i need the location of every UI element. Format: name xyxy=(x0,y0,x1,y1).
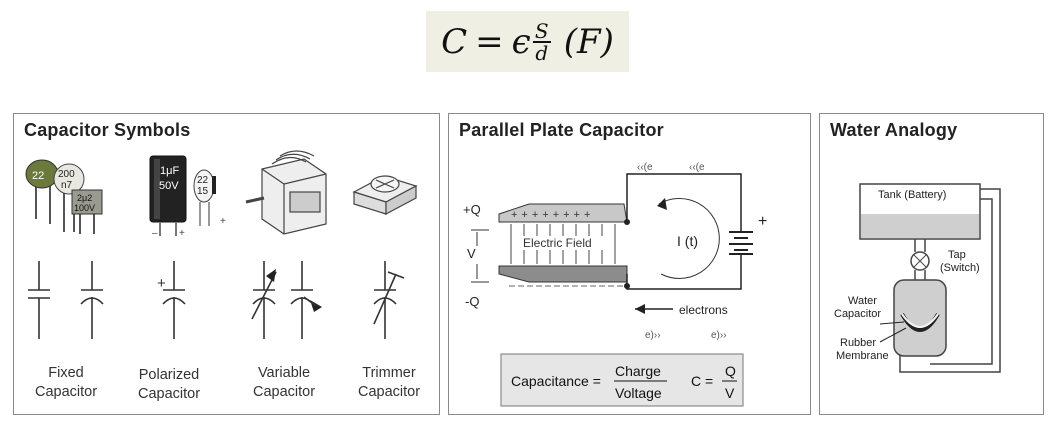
svg-text:Charge: Charge xyxy=(615,363,661,379)
parallel-plate-panel: Parallel Plate Capacitor ++++++++ Electr… xyxy=(448,113,811,415)
panel-title: Parallel Plate Capacitor xyxy=(459,120,664,140)
svg-text:Voltage: Voltage xyxy=(615,385,662,401)
svg-text:+: + xyxy=(220,216,226,227)
svg-text:Rubber: Rubber xyxy=(840,337,876,349)
trimmer-capacitor-symbol xyxy=(373,261,405,339)
svg-text:Water: Water xyxy=(848,295,877,307)
formula-equals: = xyxy=(475,21,504,62)
plus-q-label: +Q xyxy=(463,202,481,217)
svg-text:Tap: Tap xyxy=(948,249,966,261)
water-capacitor-body xyxy=(893,279,947,357)
polarized-capacitor-symbol xyxy=(162,261,186,339)
svg-text:(Switch): (Switch) xyxy=(940,262,980,274)
formula-epsilon: ϵ xyxy=(511,21,531,62)
electrons-label: electrons xyxy=(679,303,728,317)
symbols-illustration: 22 200 n7 2μ2 100V 1μF 50V – + 22 15 xyxy=(25,150,418,339)
svg-text:22: 22 xyxy=(32,170,44,182)
parallel-plate-diagram: ++++++++ Electric Field +Q -Q V + I (t) … xyxy=(463,162,767,407)
trimmer-capacitor-photo xyxy=(352,175,418,215)
water-analogy-panel: Water Analogy Tank (Battery) Tap (Switch… xyxy=(819,113,1044,415)
variable-capacitor-symbol xyxy=(251,261,314,339)
capacitor-symbols-panel: Capacitor Symbols 22 200 n7 2μ2 100V 1μF… xyxy=(13,113,440,415)
svg-text:Capacitor: Capacitor xyxy=(834,308,881,320)
wave-top-right: ‹‹(e xyxy=(689,162,705,173)
electric-field-label: Electric Field xyxy=(523,236,592,250)
electrolytic-capacitor-photo: 1μF 50V – + 22 15 + xyxy=(149,155,226,239)
v-label: V xyxy=(467,246,476,261)
svg-text:200: 200 xyxy=(58,169,75,180)
fixed-capacitor-symbol xyxy=(28,261,104,339)
capacitance-formula: C = ϵ S d (F) xyxy=(426,11,629,72)
current-label: I (t) xyxy=(677,233,698,249)
battery-plus: + xyxy=(758,213,767,230)
minus-q-label: -Q xyxy=(465,294,479,309)
svg-text:V: V xyxy=(725,385,735,401)
formula-unit: (F) xyxy=(563,21,614,62)
svg-text:22: 22 xyxy=(197,175,209,186)
ceramic-capacitor-photo: 22 200 n7 2μ2 100V xyxy=(25,159,103,234)
svg-text:+: + xyxy=(179,228,185,239)
wave-bottom-left: e)›› xyxy=(645,330,661,341)
svg-text:100V: 100V xyxy=(74,203,95,213)
formula-fraction: S d xyxy=(532,18,551,65)
water-analogy-diagram: Tank (Battery) Tap (Switch) Water Capaci… xyxy=(834,183,1001,373)
svg-text:1μF: 1μF xyxy=(160,165,179,177)
svg-text:Membrane: Membrane xyxy=(836,350,889,362)
variable-capacitor-photo xyxy=(245,150,327,235)
svg-text:–: – xyxy=(152,228,158,239)
svg-text:C =: C = xyxy=(691,373,713,389)
svg-text:15: 15 xyxy=(197,186,209,197)
polarized-plus: + xyxy=(157,275,166,292)
svg-text:50V: 50V xyxy=(159,180,179,192)
svg-text:n7: n7 xyxy=(61,180,73,191)
pipes xyxy=(899,188,1001,373)
tank-label: Tank (Battery) xyxy=(878,189,946,201)
panel-title: Water Analogy xyxy=(830,120,958,140)
wave-bottom-right: e)›› xyxy=(711,330,727,341)
svg-text:2μ2: 2μ2 xyxy=(77,193,92,203)
capacitance-formula-box xyxy=(500,353,744,407)
svg-text:++++++++: ++++++++ xyxy=(511,209,594,221)
svg-text:Capacitance =: Capacitance = xyxy=(511,373,601,389)
formula-numerator: S xyxy=(534,18,549,43)
svg-text:Q: Q xyxy=(725,363,736,379)
formula-denominator: d xyxy=(535,40,549,65)
panel-title: Capacitor Symbols xyxy=(24,120,191,140)
wave-top-left: ‹‹(e xyxy=(637,162,653,173)
formula-lhs: C xyxy=(441,21,468,62)
